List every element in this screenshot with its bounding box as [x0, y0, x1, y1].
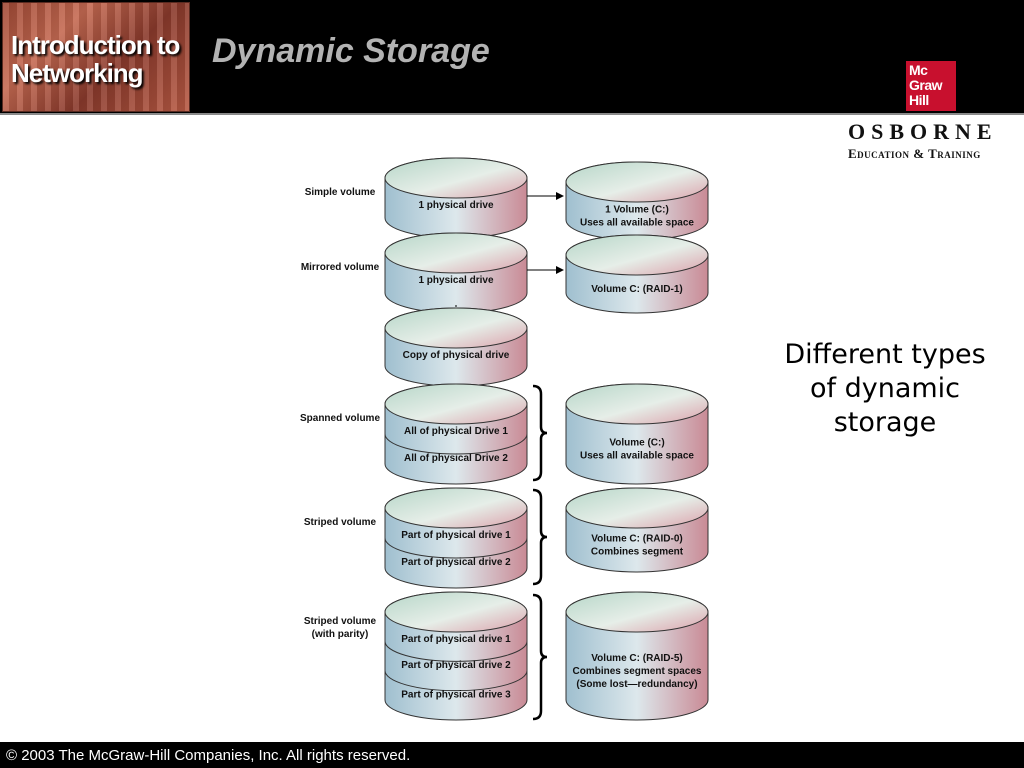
- left-segment-label: Part of physical drive 2: [401, 557, 511, 568]
- left-cylinder-3-top: [384, 383, 528, 425]
- right-volume-label: Uses all available space: [580, 218, 694, 229]
- left-cylinder-3-segment-divider: [384, 433, 528, 455]
- slide-title: Dynamic Storage: [212, 32, 490, 70]
- left-cylinder-5-segment-divider: [384, 670, 528, 692]
- row-label: Striped volume: [304, 517, 377, 528]
- right-cylinder-2-top: [565, 234, 709, 276]
- right-cylinder-1-top: [565, 161, 709, 203]
- left-cylinder-1-top: [384, 157, 528, 199]
- left-segment-label: 1 physical drive: [418, 200, 493, 211]
- row-label: (with parity): [312, 629, 369, 640]
- copyright-text: © 2003 The McGraw-Hill Companies, Inc. A…: [6, 747, 411, 764]
- left-segment-label: All of physical Drive 1: [404, 426, 508, 437]
- osborne-logo: OSBORNE: [848, 119, 998, 144]
- grouping-brace: [532, 384, 548, 482]
- right-cylinder-3-top: [565, 383, 709, 425]
- left-segment-label: Part of physical drive 3: [401, 689, 511, 700]
- grouping-brace: [532, 593, 548, 721]
- left-segment-label: Part of physical drive 1: [401, 530, 511, 541]
- right-volume-label: Volume C: (RAID-5): [591, 653, 682, 664]
- mirror-copy-label: Copy of physical drive: [403, 350, 510, 361]
- slide-caption: Different types of dynamic storage: [784, 339, 986, 438]
- slide-header: Introduction to Networking Dynamic Stora…: [0, 0, 1024, 115]
- right-volume-label: Combines segment: [591, 547, 684, 558]
- osborne-tagline: Education & Training: [848, 146, 981, 161]
- course-logo-line1: Introduction to: [11, 30, 180, 60]
- row-label: Simple volume: [305, 187, 376, 198]
- slide-footer: © 2003 The McGraw-Hill Companies, Inc. A…: [0, 742, 1024, 768]
- left-cylinder-5-segment-divider: [384, 641, 528, 662]
- row-label: Spanned volume: [300, 413, 380, 424]
- right-volume-label: Volume C: (RAID-0): [591, 534, 682, 545]
- right-volume-label: Combines segment spaces: [573, 666, 702, 677]
- left-segment-label: 1 physical drive: [418, 275, 493, 286]
- right-volume-label: Volume C: (RAID-1): [591, 284, 682, 295]
- course-logo: Introduction to Networking: [2, 2, 190, 112]
- right-cylinder-4-top: [565, 487, 709, 529]
- left-segment-label: Part of physical drive 2: [401, 660, 511, 671]
- right-volume-label: 1 Volume (C:): [605, 205, 669, 216]
- right-volume-label: (Some lost—redundancy): [576, 679, 697, 690]
- left-segment-label: All of physical Drive 2: [404, 453, 508, 464]
- left-segment-label: Part of physical drive 1: [401, 634, 511, 645]
- right-volume-label: Volume (C:): [609, 438, 664, 449]
- left-cylinder-5-top: [384, 591, 528, 633]
- right-volume-label: Uses all available space: [580, 451, 694, 462]
- header-divider: [0, 113, 1024, 115]
- left-cylinder-4-top: [384, 487, 528, 529]
- course-logo-line2: Networking: [11, 58, 144, 88]
- row-label: Striped volume: [304, 616, 377, 627]
- right-cylinder-5-top: [565, 591, 709, 633]
- row-label: Mirrored volume: [301, 262, 380, 273]
- left-cylinder-2-top: [384, 232, 528, 274]
- grouping-brace: [532, 488, 548, 586]
- left-cylinder-4-segment-divider: [384, 537, 528, 559]
- mirror-copy-cylinder-top: [384, 307, 528, 349]
